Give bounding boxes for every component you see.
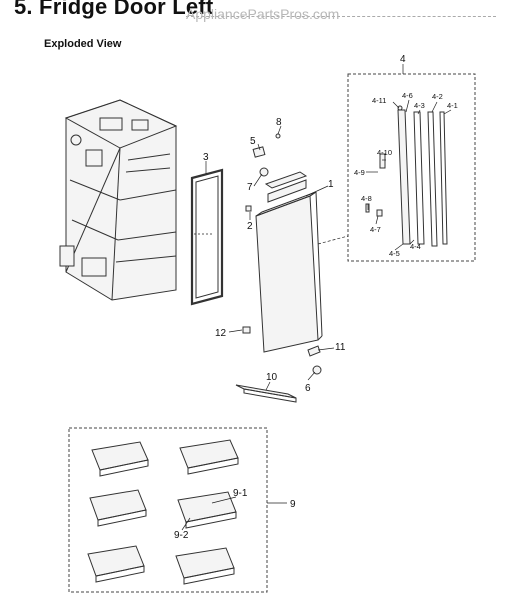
callout-4-4: 4-4	[410, 242, 421, 251]
handle-detail-box	[317, 64, 476, 262]
part-12-clip	[242, 326, 251, 334]
watermark: AppliancePartsPros.com	[186, 6, 340, 22]
callout-1: 1	[328, 179, 334, 190]
title-underline	[186, 16, 496, 17]
door-bin	[175, 547, 235, 585]
callout-12: 12	[215, 328, 227, 339]
door-bin	[87, 545, 145, 583]
callout-4-9: 4-9	[354, 168, 365, 177]
door-bin	[89, 489, 147, 527]
callout-5: 5	[250, 136, 256, 147]
callout-4-3: 4-3	[414, 101, 425, 110]
page-title: 5. Fridge Door Left	[14, 0, 214, 19]
callout-4-1: 4-1	[447, 101, 458, 110]
door-bin	[179, 439, 239, 475]
callout-8: 8	[276, 117, 282, 128]
callout-7: 7	[247, 182, 253, 193]
fridge-cabinet	[59, 99, 178, 301]
section-subtitle: Exploded View	[44, 38, 122, 50]
door-panel	[255, 191, 323, 353]
part-11-cap	[307, 345, 321, 357]
callout-4: 4	[400, 54, 406, 65]
callout-4-10: 4-10	[377, 148, 392, 157]
callout-3: 3	[203, 152, 209, 163]
callout-9-1: 9-1	[233, 488, 248, 499]
leader-lines	[181, 99, 452, 531]
callout-2: 2	[247, 221, 253, 232]
door-gasket	[190, 168, 224, 306]
callout-4-5: 4-5	[389, 249, 400, 258]
callout-9-2: 9-2	[174, 530, 189, 541]
door-bin	[177, 491, 237, 529]
callout-4-6: 4-6	[402, 91, 413, 100]
callout-4-2: 4-2	[432, 92, 443, 101]
door-bin	[91, 441, 149, 477]
callout-4-11: 4-11	[372, 96, 386, 105]
callout-9: 9	[290, 499, 296, 510]
door-bins-box	[68, 427, 287, 593]
callout-4-8: 4-8	[361, 194, 372, 203]
callout-10: 10	[266, 372, 278, 383]
callout-11: 11	[335, 342, 346, 353]
callout-6: 6	[305, 383, 311, 394]
hinge-top-assembly	[245, 133, 308, 212]
callout-4-7: 4-7	[370, 225, 381, 234]
